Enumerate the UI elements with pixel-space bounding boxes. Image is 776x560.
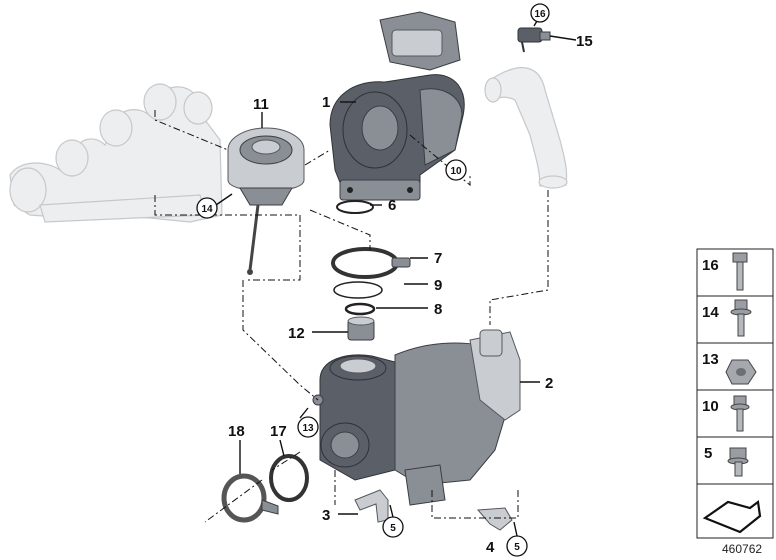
exhaust-clamp	[221, 473, 279, 523]
hex-bolt-short-icon	[727, 447, 749, 477]
flange-bolt-short-icon	[730, 395, 750, 432]
circled-ref-13: 13	[297, 416, 319, 438]
v-band-clamp	[331, 247, 411, 279]
circled-ref-5-left: 5	[382, 516, 404, 538]
exhaust-manifold	[9, 83, 223, 223]
callout-15: 15	[576, 33, 593, 50]
flange-bolt-icon	[730, 299, 752, 337]
support-bracket-3	[354, 489, 389, 523]
o-ring	[336, 200, 374, 214]
sensor-part	[517, 27, 551, 53]
svg-text:16: 16	[534, 9, 546, 20]
circled-ref-16: 16	[530, 3, 550, 23]
wastegate-actuator	[227, 127, 305, 275]
callout-11: 11	[253, 96, 269, 113]
bracket-arrow-icon	[702, 500, 762, 534]
legend-label-10: 10	[702, 398, 719, 415]
svg-text:14: 14	[201, 204, 213, 215]
hardware-legend: 16 14 13 10 5	[696, 248, 774, 539]
turbocharger-assembly	[312, 329, 521, 506]
svg-text:5: 5	[514, 542, 520, 553]
callout-12: 12	[288, 325, 305, 342]
legend-label-5: 5	[704, 445, 712, 462]
hex-bolt-long-icon	[732, 252, 748, 291]
callout-4: 4	[486, 539, 495, 556]
assembly-lines	[154, 110, 549, 523]
callout-9: 9	[434, 277, 442, 294]
gasket-ring	[333, 281, 383, 299]
legend-label-13: 13	[702, 351, 719, 368]
circled-ref-10: 10	[445, 159, 467, 181]
adapter-sleeve	[347, 316, 375, 341]
svg-text:13: 13	[302, 423, 314, 434]
circled-ref-5-right: 5	[506, 535, 528, 557]
callout-18: 18	[228, 423, 245, 440]
svg-text:10: 10	[450, 166, 462, 177]
callout-3: 3	[322, 507, 330, 524]
callout-6: 6	[388, 197, 396, 214]
circled-ref-14: 14	[196, 197, 218, 219]
legend-label-14: 14	[702, 304, 719, 321]
exhaust-gasket	[269, 454, 309, 502]
turbine-housing-upper	[329, 11, 465, 201]
charge-air-pipe	[484, 67, 568, 189]
callout-1: 1	[322, 94, 330, 111]
callout-8: 8	[434, 301, 442, 318]
support-bracket-4	[476, 507, 513, 531]
callout-2: 2	[545, 375, 553, 392]
svg-text:5: 5	[390, 523, 396, 534]
diagram-number: 460762	[722, 542, 762, 556]
hex-nut-icon	[725, 359, 757, 385]
leader-lines	[215, 15, 577, 515]
callout-17: 17	[270, 423, 287, 440]
seal-ring	[344, 302, 376, 316]
legend-label-16: 16	[702, 257, 719, 274]
callout-7: 7	[434, 250, 442, 267]
